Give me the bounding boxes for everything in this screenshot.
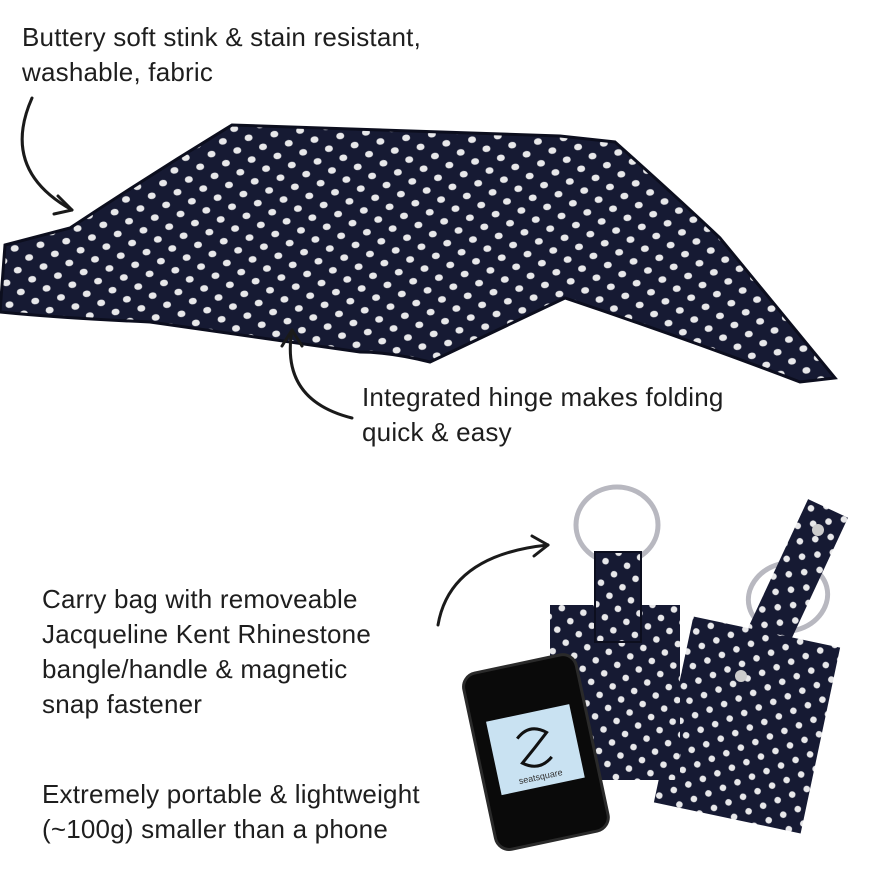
- phone: seatsquare: [462, 653, 610, 851]
- caption-portable: Extremely portable & lightweight (~100g)…: [42, 777, 420, 847]
- polka-dot-fabric: [0, 123, 838, 384]
- arrow-hinge: [288, 328, 354, 420]
- caption-line: quick & easy: [362, 417, 512, 447]
- caption-line: Integrated hinge makes folding: [362, 382, 724, 412]
- seatsquare-logo-icon: [516, 727, 553, 768]
- arrow-fabric: [20, 96, 74, 212]
- caption-hinge: Integrated hinge makes folding quick & e…: [362, 380, 724, 450]
- caption-line: Jacqueline Kent Rhinestone: [42, 619, 371, 649]
- caption-line: bangle/handle & magnetic: [42, 654, 348, 684]
- caption-line: snap fastener: [42, 689, 203, 719]
- caption-line: Buttery soft stink & stain resistant,: [22, 22, 421, 52]
- carry-bag-2: [653, 499, 848, 834]
- caption-line: Extremely portable & lightweight: [42, 779, 420, 809]
- caption-bag: Carry bag with removeable Jacqueline Ken…: [42, 582, 371, 722]
- arrow-bag: [436, 543, 550, 627]
- caption-line: washable, fabric: [22, 57, 214, 87]
- arrows: [20, 96, 550, 627]
- caption-fabric: Buttery soft stink & stain resistant, wa…: [22, 20, 421, 90]
- caption-line: Carry bag with removeable: [42, 584, 358, 614]
- caption-line: (~100g) smaller than a phone: [42, 814, 388, 844]
